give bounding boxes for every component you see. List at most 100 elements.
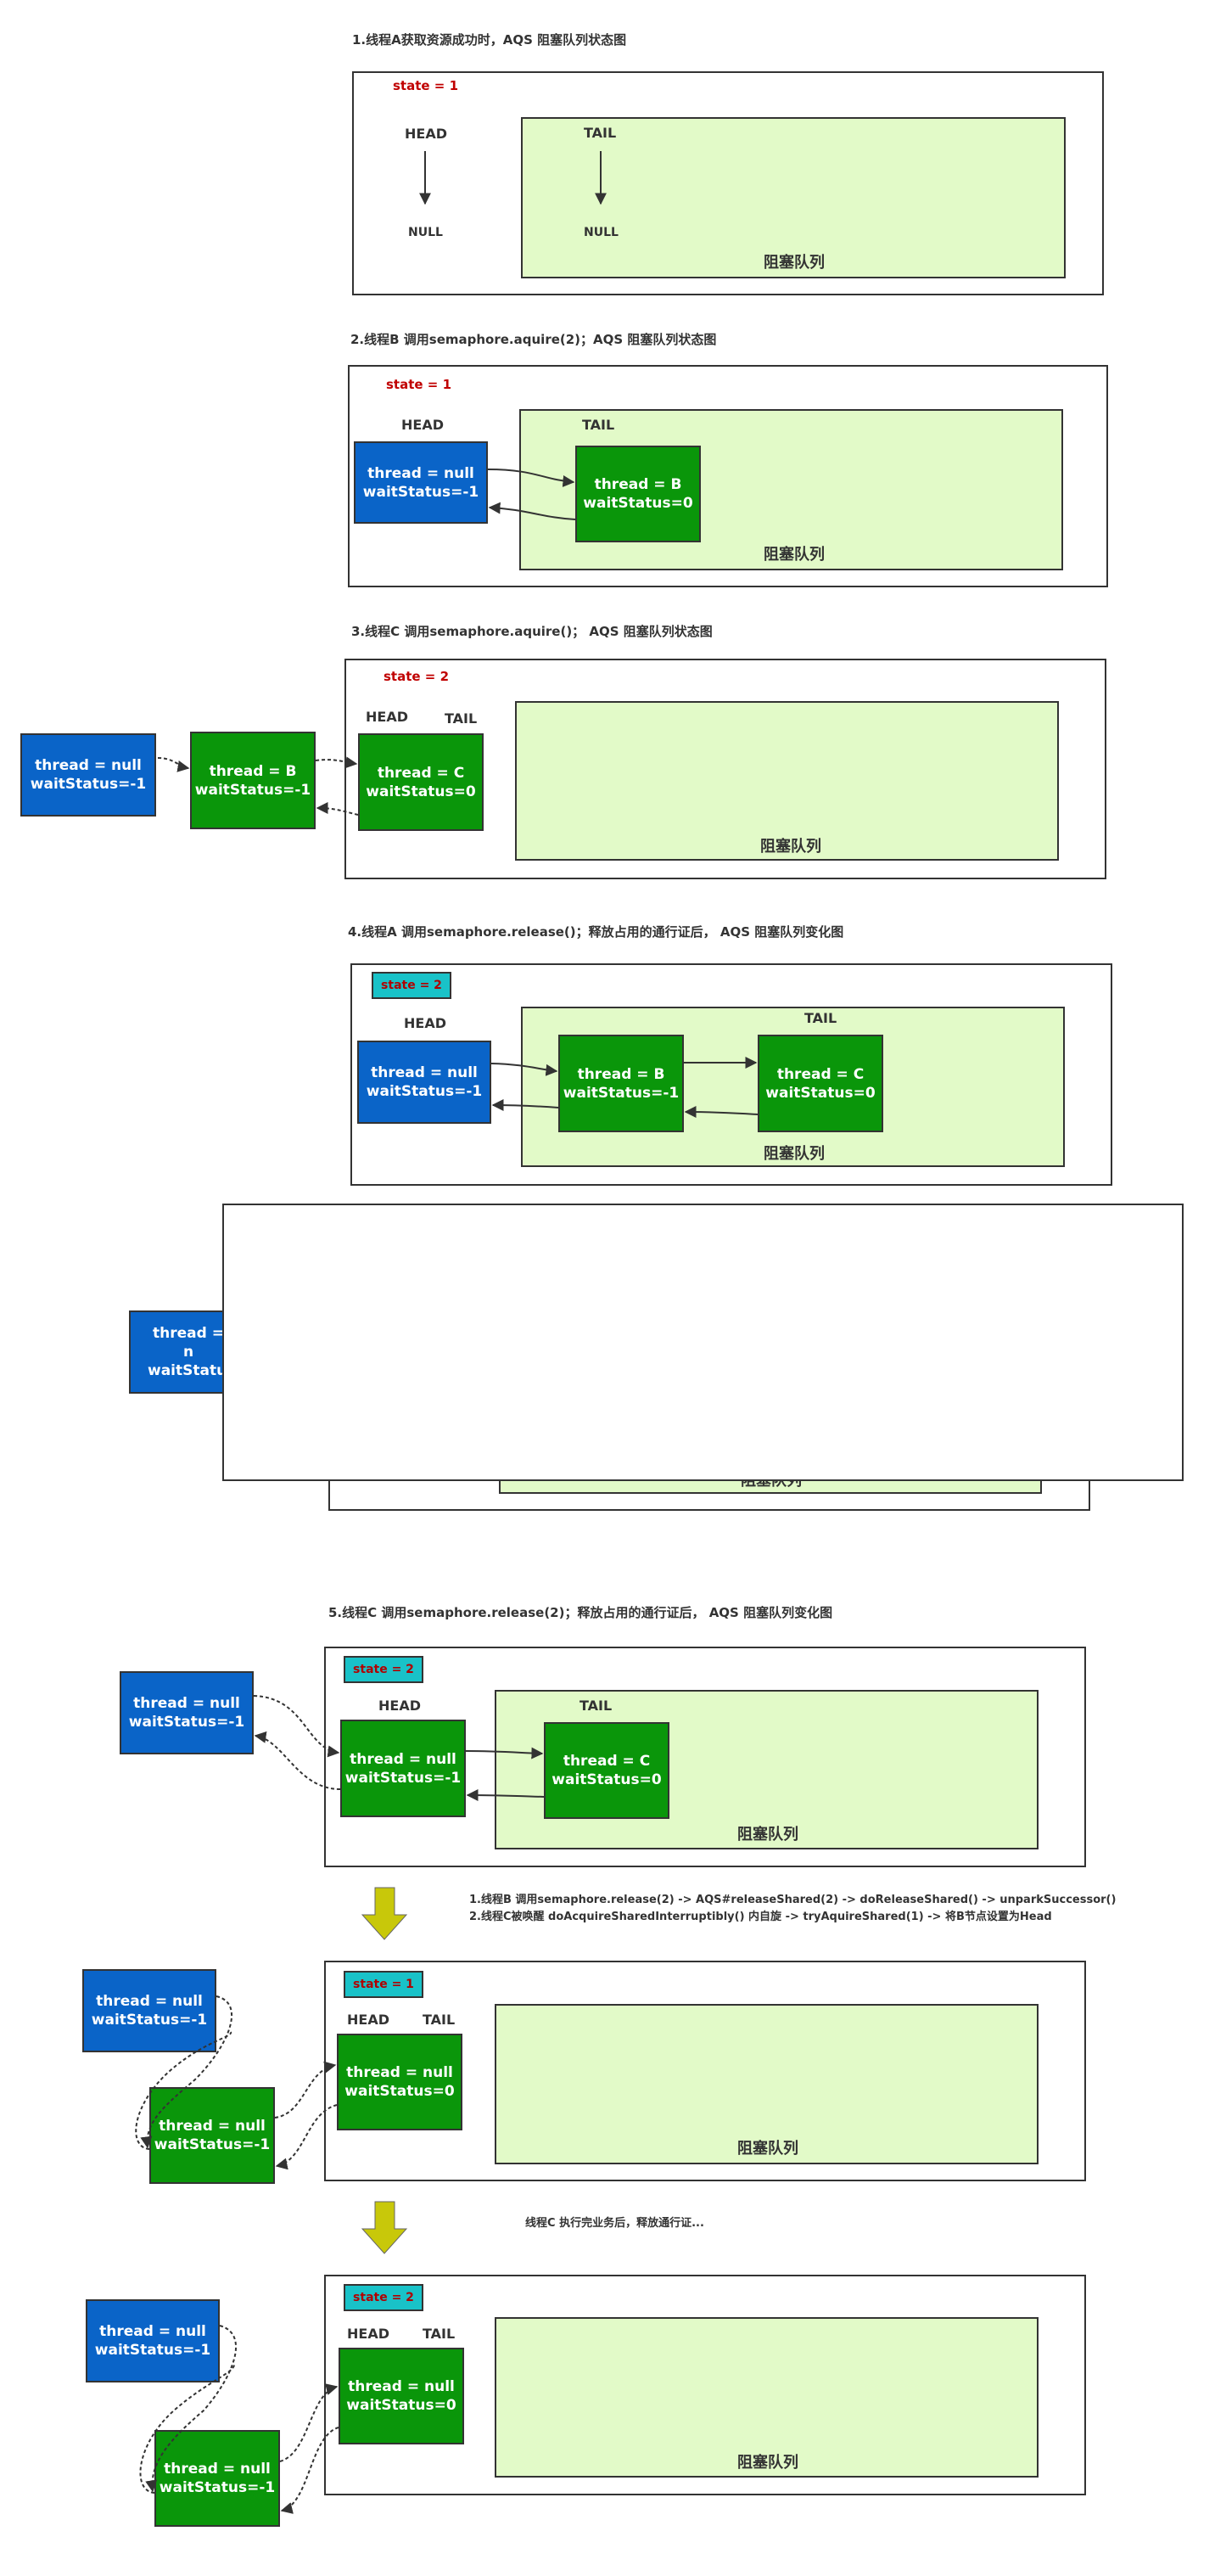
- head-null-label: NULL: [408, 226, 443, 239]
- section-2-title: 2.线程B 调用semaphore.aquire(2)；AQS 阻塞队列状态图: [350, 332, 717, 347]
- tail-label: TAIL: [580, 1698, 613, 1714]
- head-label: HEAD: [347, 2326, 389, 2342]
- head-label: HEAD: [366, 709, 408, 725]
- blocking-queue: [515, 701, 1059, 861]
- blocking-queue: [495, 2317, 1039, 2478]
- b-to-head-arrow: [491, 1099, 559, 1112]
- node-c: thread = C waitStatus=0: [358, 733, 484, 831]
- detached-node-green: thread = null waitStatus=-1: [154, 2430, 280, 2527]
- state-label: state = 1: [393, 78, 459, 93]
- queue-label: 阻塞队列: [764, 1145, 825, 1163]
- detached-node: thread = null waitStatus=-1: [86, 2299, 220, 2382]
- node-wait-status: waitStatus=-1: [563, 1084, 680, 1102]
- node-thread: thread = C: [776, 1065, 865, 1083]
- old-to-head-dashed: [253, 1695, 340, 1758]
- state-badge: state = 2: [372, 972, 451, 999]
- node-wait-status: waitStatus=0: [765, 1084, 876, 1102]
- head-to-mid-dashed: [275, 2104, 338, 2170]
- queue-label: 阻塞队列: [764, 546, 825, 564]
- node-wait-status: waitStatus=-1: [366, 1083, 483, 1100]
- note-3: 线程C 执行完业务后，释放通行证...: [525, 2217, 704, 2230]
- tail-label: TAIL: [423, 2012, 456, 2028]
- node-wait-status: waitStatus=-1: [94, 2342, 211, 2359]
- head-to-mid-dashed: [280, 2427, 339, 2514]
- top-to-mid-dashed: [140, 1995, 232, 2149]
- down-arrow-icon: [361, 2201, 408, 2254]
- head-to-c-arrow: [465, 1747, 544, 1759]
- queue-label: 阻塞队列: [760, 838, 821, 856]
- node-thread: thread = null: [159, 2118, 266, 2135]
- node-wait-status: waitStatus=0: [552, 1771, 662, 1788]
- c-to-head-arrow: [466, 1789, 545, 1802]
- node-wait-status: waitStatus=0: [344, 2083, 455, 2100]
- node-thread: thread = null: [133, 1695, 240, 1712]
- tail-label: TAIL: [445, 710, 478, 727]
- node-b: thread = B waitStatus=0: [575, 446, 701, 542]
- down-arrow-icon: [361, 1887, 408, 1940]
- tail-label: TAIL: [582, 417, 615, 433]
- node-thread: thread = null: [35, 757, 142, 774]
- node-thread: thread = null: [367, 464, 474, 482]
- queue-label: 阻塞队列: [737, 1826, 798, 1844]
- queue-label: 阻塞队列: [737, 2140, 798, 2158]
- detached-node: thread = null waitStatus=-1: [82, 1969, 216, 2052]
- head-node: thread = null waitStatus=0: [339, 2348, 464, 2444]
- node-thread: thread = null: [99, 2323, 206, 2340]
- tail-null-label: NULL: [584, 226, 619, 239]
- section-3-title: 3.线程C 调用semaphore.aquire()； AQS 阻塞队列状态图: [351, 624, 713, 639]
- node-thread: thread = null: [164, 2461, 271, 2478]
- old-head-node: thread = null waitStatus=-1: [120, 1671, 254, 1754]
- node-b: thread = B waitStatus=-1: [190, 732, 316, 829]
- node-thread: thread = null: [96, 1993, 203, 2010]
- head-label: HEAD: [405, 126, 447, 142]
- top-to-mid-dashed: [145, 2325, 238, 2493]
- tail-label: TAIL: [584, 125, 617, 141]
- b-to-head-arrow: [488, 502, 576, 520]
- head-label: HEAD: [404, 1015, 446, 1031]
- node-thread: thread = null: [346, 2064, 453, 2081]
- section-5-title: 5.线程C 调用semaphore.release(2)；释放占用的通行证后， …: [328, 1605, 833, 1620]
- state-badge: state = 1: [344, 1971, 423, 1998]
- state-label: state = 1: [386, 377, 452, 392]
- node-c: thread = C waitStatus=0: [544, 1722, 669, 1819]
- node-wait-status: waitStatus=0: [583, 495, 693, 512]
- node-thread: thread = n: [153, 1325, 224, 1361]
- blank-overlay-panel: [222, 1204, 1184, 1481]
- node-thread: thread = C: [377, 764, 465, 782]
- b-to-c-dashed: [315, 756, 358, 769]
- state-badge: state = 2: [344, 2284, 423, 2311]
- state-badge: state = 2: [344, 1656, 423, 1683]
- node-wait-status: waitStatus=-1: [344, 1769, 462, 1787]
- note-1: 1.线程B 调用semaphore.release(2) -> AQS#rele…: [469, 1894, 1117, 1906]
- c-to-b-arrow: [684, 1106, 759, 1119]
- detached-node-green: thread = null waitStatus=-1: [149, 2087, 275, 2184]
- tail-label: TAIL: [423, 2326, 456, 2342]
- head-label: HEAD: [378, 1698, 421, 1714]
- null-to-b-dashed: [157, 757, 190, 772]
- node-thread: thread = B: [594, 476, 682, 493]
- section-1-title: 1.线程A获取资源成功时，AQS 阻塞队列状态图: [352, 32, 627, 48]
- mid-to-top-dashed: [139, 2363, 235, 2494]
- node-thread: thread = B: [209, 762, 297, 780]
- mid-to-top-dashed: [135, 2031, 232, 2150]
- mid-to-head-dashed: [274, 2061, 337, 2119]
- node-thread: thread = C: [563, 1753, 651, 1770]
- node-b: thread = B waitStatus=-1: [558, 1035, 684, 1132]
- mid-to-head-dashed: [279, 2383, 339, 2462]
- head-node: thread = null waitStatus=-1: [357, 1041, 491, 1124]
- queue-label: 阻塞队列: [764, 254, 825, 272]
- node-thread: thread = null: [348, 2378, 455, 2395]
- node-wait-status: waitStatus=-1: [30, 776, 147, 793]
- blocking-queue: [495, 2004, 1039, 2164]
- node-wait-status: waitStatus=-1: [128, 1714, 245, 1731]
- section-4-title: 4.线程A 调用semaphore.release()；释放占用的通行证后， A…: [348, 924, 844, 940]
- node-wait-status: waitStatus=0: [366, 783, 476, 800]
- head-node: thread = null waitStatus=-1: [340, 1720, 466, 1817]
- head-node: thread = null waitStatus=0: [337, 2034, 462, 2130]
- head-to-old-dashed: [254, 1731, 341, 1790]
- node-wait-status: waitStatus=-1: [159, 2479, 276, 2496]
- node-thread: thread = null: [371, 1064, 478, 1081]
- head-label: HEAD: [401, 417, 444, 433]
- node-wait-status: waitStatus=-1: [154, 2136, 271, 2153]
